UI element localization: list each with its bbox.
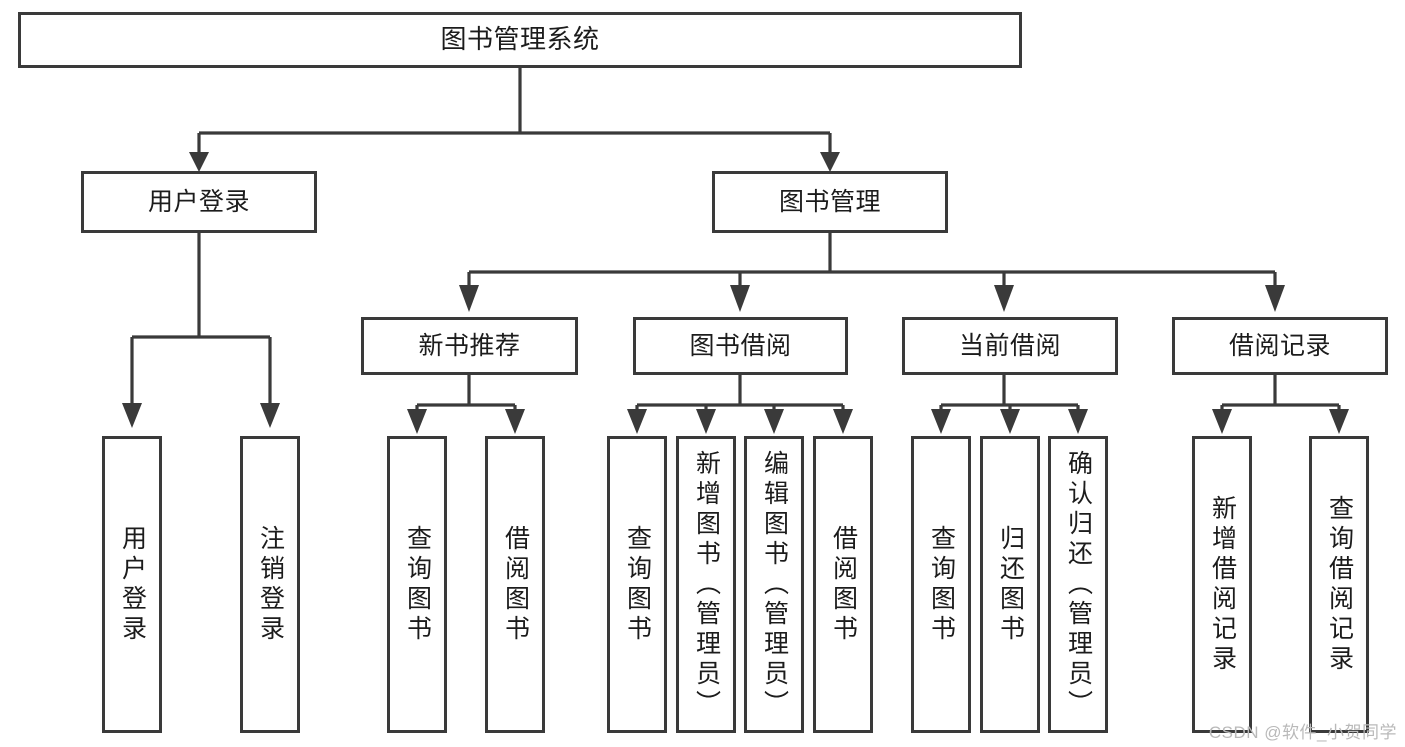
- node-book-management-label: 图书管理: [778, 188, 881, 216]
- node-leaf-borrow-book-2-label: 借阅图书: [829, 524, 858, 645]
- node-leaf-return-book-label: 归还图书: [996, 524, 1025, 645]
- node-current-borrow-label: 当前借阅: [958, 332, 1061, 360]
- arrowhead-leaf-query-book-1: [407, 409, 427, 434]
- node-leaf-add-book-label: 新增图书（管理员）: [692, 449, 721, 720]
- node-leaf-query-record[interactable]: 查询借阅记录: [1309, 436, 1369, 733]
- node-leaf-edit-book[interactable]: 编辑图书（管理员）: [744, 436, 804, 733]
- arrowhead-leaf-query-book-2: [627, 409, 647, 434]
- arrowhead-leaf-add-book: [696, 409, 716, 434]
- node-leaf-query-book-3[interactable]: 查询图书: [911, 436, 971, 733]
- node-root[interactable]: 图书管理系统: [18, 12, 1022, 68]
- node-leaf-logout-label: 注销登录: [256, 524, 285, 645]
- node-leaf-confirm-return[interactable]: 确认归还（管理员）: [1048, 436, 1108, 733]
- arrowhead-leaf-borrow-book-2: [833, 409, 853, 434]
- node-leaf-user-login-label: 用户登录: [118, 524, 147, 645]
- node-borrow-record-label: 借阅记录: [1228, 332, 1331, 360]
- node-leaf-borrow-book-1-label: 借阅图书: [501, 524, 530, 645]
- arrowhead-leaf-edit-book: [764, 409, 784, 434]
- node-leaf-query-book-2[interactable]: 查询图书: [607, 436, 667, 733]
- arrowhead-leaf-query-book-3: [931, 409, 951, 434]
- arrowhead-book-borrow: [730, 285, 750, 312]
- arrowhead-user-login: [189, 152, 209, 172]
- arrowhead-leaf-user-login: [122, 403, 142, 428]
- node-leaf-borrow-book-2[interactable]: 借阅图书: [813, 436, 873, 733]
- arrowhead-leaf-query-record: [1329, 409, 1349, 434]
- node-leaf-add-book[interactable]: 新增图书（管理员）: [676, 436, 736, 733]
- arrowhead-leaf-borrow-book-1: [505, 409, 525, 434]
- node-leaf-query-record-label: 查询借阅记录: [1325, 494, 1354, 675]
- arrowhead-new-book-recommend: [459, 285, 479, 312]
- node-book-management[interactable]: 图书管理: [712, 171, 948, 233]
- node-leaf-logout[interactable]: 注销登录: [240, 436, 300, 733]
- node-leaf-edit-book-label: 编辑图书（管理员）: [760, 449, 789, 720]
- arrowhead-current-borrow: [994, 285, 1014, 312]
- node-leaf-query-book-3-label: 查询图书: [927, 524, 956, 645]
- arrowhead-leaf-return-book: [1000, 409, 1020, 434]
- node-leaf-borrow-book-1[interactable]: 借阅图书: [485, 436, 545, 733]
- node-root-label: 图书管理系统: [440, 24, 600, 55]
- node-borrow-record[interactable]: 借阅记录: [1172, 317, 1388, 375]
- node-new-book-recommend-label: 新书推荐: [418, 332, 521, 360]
- node-leaf-add-record[interactable]: 新增借阅记录: [1192, 436, 1252, 733]
- node-book-borrow-label: 图书借阅: [689, 332, 792, 360]
- node-leaf-user-login[interactable]: 用户登录: [102, 436, 162, 733]
- arrowhead-leaf-add-record: [1212, 409, 1232, 434]
- node-leaf-return-book[interactable]: 归还图书: [980, 436, 1040, 733]
- node-user-login[interactable]: 用户登录: [81, 171, 317, 233]
- arrowhead-leaf-confirm-return: [1068, 409, 1088, 434]
- node-leaf-query-book-1[interactable]: 查询图书: [387, 436, 447, 733]
- node-leaf-add-record-label: 新增借阅记录: [1208, 494, 1237, 675]
- node-new-book-recommend[interactable]: 新书推荐: [361, 317, 578, 375]
- node-current-borrow[interactable]: 当前借阅: [902, 317, 1118, 375]
- arrowhead-book-management: [820, 152, 840, 172]
- node-user-login-label: 用户登录: [147, 188, 250, 216]
- node-leaf-query-book-2-label: 查询图书: [623, 524, 652, 645]
- arrowhead-leaf-logout: [260, 403, 280, 428]
- node-leaf-confirm-return-label: 确认归还（管理员）: [1064, 449, 1093, 720]
- node-book-borrow[interactable]: 图书借阅: [633, 317, 848, 375]
- arrowhead-borrow-record: [1265, 285, 1285, 312]
- node-leaf-query-book-1-label: 查询图书: [403, 524, 432, 645]
